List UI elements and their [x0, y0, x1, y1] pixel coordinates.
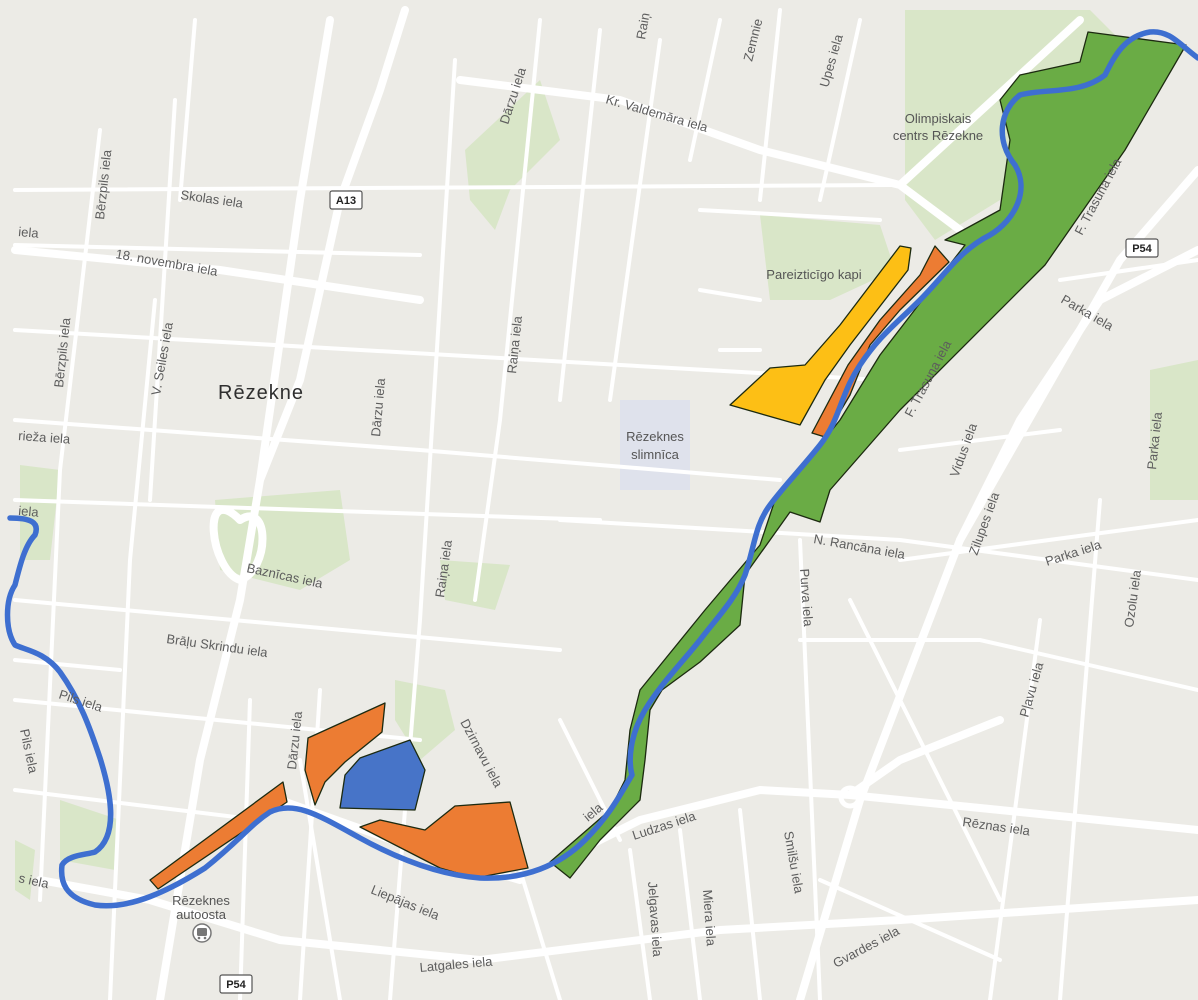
roundabout — [838, 785, 862, 809]
poi-kapi: Pareizticīgo kapi — [766, 267, 861, 282]
poi-labels: Olimpiskais centrs Rēzekne Pareizticīgo … — [172, 111, 983, 922]
street-label-berzpils-1: Bērzpils iela — [92, 148, 114, 220]
street-label-s-iela: s iela — [17, 870, 51, 891]
street-label-miera: Miera iela — [700, 889, 719, 947]
street-label-iela-2: iela — [18, 503, 40, 520]
street-label-berzpils-2: Bērzpils iela — [51, 316, 73, 388]
shield-a13: A13 — [329, 190, 363, 210]
poi-autoosta-line2: autoosta — [176, 907, 227, 922]
highlight-zones — [149, 31, 1187, 890]
street-label-iela-1: iela — [18, 224, 40, 241]
city-label: Rēzekne — [218, 382, 304, 404]
shield-p54-bottom-label: P54 — [226, 979, 246, 991]
orange-zone-center[interactable] — [304, 702, 386, 806]
orange-zone-south[interactable] — [359, 801, 529, 879]
street-label-darzu-bottom: Dārzu iela — [284, 710, 305, 771]
river — [4, 29, 1198, 909]
major-roads — [11, 6, 1198, 1000]
shield-a13-label: A13 — [336, 195, 356, 207]
blue-zone[interactable] — [339, 739, 426, 811]
street-label-raina-clip: Raiņ — [633, 12, 652, 41]
yellow-zone[interactable] — [729, 245, 912, 426]
street-label-darzu-mid: Dārzu iela — [368, 377, 388, 437]
street-label-purva: Purva iela — [797, 568, 816, 627]
street-label-jelgavas: Jelgavas iela — [645, 881, 665, 958]
street-label-raina-top: Raiņa iela — [504, 314, 525, 374]
shield-p54-top-label: P54 — [1132, 243, 1152, 255]
hospital-area — [620, 400, 690, 490]
poi-slimnica-line2: slimnīca — [631, 447, 679, 462]
shield-p54-bottom: P54 — [219, 974, 253, 994]
poi-olimpiskais-line2: centrs Rēzekne — [893, 128, 983, 143]
minor-streets — [13, 8, 1198, 1000]
shield-p54-top: P54 — [1125, 238, 1159, 258]
bus-station-icon[interactable] — [192, 923, 212, 943]
poi-olimpiskais-line1: Olimpiskais — [905, 111, 972, 126]
poi-autoosta-line1: Rēzeknes — [172, 893, 230, 908]
route-shields: A13 P54 P54 — [219, 190, 1159, 994]
street-label-krieza: rieža iela — [18, 428, 72, 447]
orange-zone-west[interactable] — [149, 781, 288, 890]
street-label-latgales: Latgales iela — [419, 954, 494, 975]
poi-slimnica-line1: Rēzeknes — [626, 429, 684, 444]
street-label-parka-3: Parka iela — [1144, 410, 1165, 470]
